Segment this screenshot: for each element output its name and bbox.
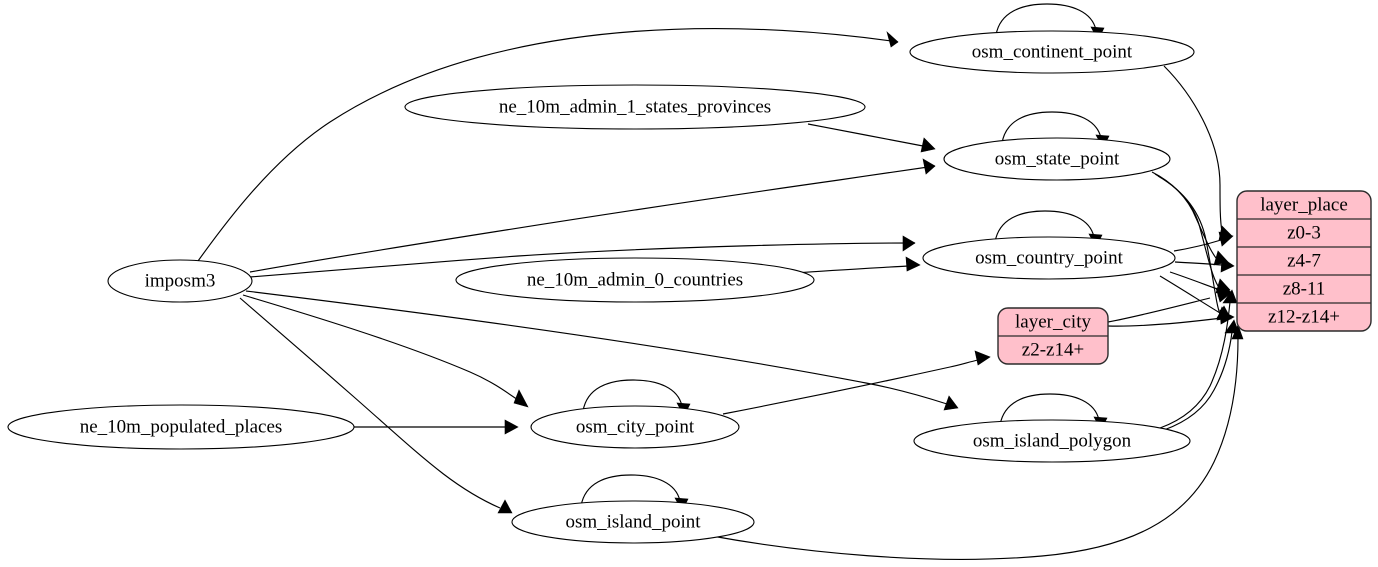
edge-imposm3-to-osm_island_polygon (245, 290, 959, 411)
node-osm_country_point[interactable]: osm_country_point (922, 236, 1176, 280)
node-ne_10m_admin_1_states_provinces-label: ne_10m_admin_1_states_provinces (499, 96, 771, 117)
layer_place-row-z12-z14plus[interactable]: z12-z14+ (1268, 306, 1340, 327)
layer_place-row-z4-7[interactable]: z4-7 (1287, 250, 1321, 271)
node-ne_10m_admin_0_countries-label: ne_10m_admin_0_countries (527, 269, 743, 290)
node-osm_continent_point-shape (909, 30, 1195, 74)
node-ne_10m_admin_1_states_provinces-shape (404, 84, 866, 130)
edge-osm_continent_point-to-layer_place-z0-3 (1163, 65, 1233, 241)
node-imposm3[interactable]: imposm3 (107, 259, 253, 303)
layer_place-row-z8-11[interactable]: z8-11 (1283, 278, 1326, 299)
edge-imposm3-to-osm_island_point (239, 297, 513, 514)
edge-ne_10m_populated_places-to-osm_city_point (354, 419, 519, 435)
edge-imposm3-to-osm_continent_point (197, 27, 899, 262)
edge-ne_10m_admin_1_states_provinces-to-osm_state_point (807, 123, 936, 153)
edge-layer_city-to-layer_place-z8-11 (1107, 287, 1233, 323)
edge-osm_country_point-to-layer_place-z0-3 (1173, 231, 1234, 252)
layer_city-row-z2-z14plus[interactable]: z2-z14+ (1022, 339, 1084, 360)
node-osm_state_point[interactable]: osm_state_point (943, 137, 1171, 181)
node-osm_state_point-shape (943, 137, 1171, 181)
edge-imposm3-to-osm_country_point (249, 235, 916, 278)
node-imposm3-shape (107, 259, 253, 303)
edge-osm_island_polygon-to-layer_place-z12-z14plus (1163, 319, 1240, 431)
node-layer_city[interactable]: layer_city z2-z14+ (997, 307, 1109, 365)
node-layer_place-box (1236, 190, 1372, 332)
node-ne_10m_admin_1_states_provinces[interactable]: ne_10m_admin_1_states_provinces (404, 84, 866, 130)
node-osm_city_point[interactable]: osm_city_point (530, 405, 740, 449)
record-nodes-layer: layer_place z0-3 z4-7 z8-11 z12-z14+ lay… (997, 190, 1372, 365)
node-ne_10m_populated_places-shape (7, 404, 355, 450)
node-ne_10m_admin_0_countries-shape (455, 257, 815, 303)
layer_place-title: layer_place (1260, 194, 1348, 215)
node-ne_10m_populated_places[interactable]: ne_10m_populated_places (7, 404, 355, 450)
edge-osm_island_polygon-to-layer_place-z8-11 (1159, 289, 1238, 429)
node-osm_continent_point[interactable]: osm_continent_point (909, 30, 1195, 74)
node-osm_island_polygon[interactable]: osm_island_polygon (913, 419, 1191, 463)
node-osm_state_point-label: osm_state_point (995, 148, 1120, 169)
node-osm_island_polygon-label: osm_island_polygon (973, 430, 1132, 451)
edge-osm_city_point-to-layer_city-z2-z14plus (722, 350, 991, 415)
nodes-layer: imposm3 ne_10m_populated_places ne_10m_a… (7, 30, 1195, 544)
node-osm_island_point-shape (511, 500, 755, 544)
node-osm_continent_point-label: osm_continent_point (972, 41, 1133, 62)
node-layer_place[interactable]: layer_place z0-3 z4-7 z8-11 z12-z14+ (1236, 190, 1372, 332)
node-osm_island_polygon-shape (913, 419, 1191, 463)
edge-ne_10m_admin_0_countries-to-osm_country_point (794, 256, 921, 274)
edge-osm_country_point-to-layer_place-z4-7 (1174, 257, 1235, 273)
node-osm_city_point-shape (530, 405, 740, 449)
layer_city-title: layer_city (1015, 311, 1091, 332)
node-osm_island_point-label: osm_island_point (565, 511, 701, 532)
node-osm_city_point-label: osm_city_point (576, 416, 695, 437)
node-osm_country_point-shape (922, 236, 1176, 280)
edge-osm_state_point-to-layer_place-z8-11 (1154, 173, 1231, 294)
node-ne_10m_populated_places-label: ne_10m_populated_places (80, 416, 283, 437)
edges-layer (197, 27, 1244, 560)
layer_place-row-z0-3[interactable]: z0-3 (1287, 222, 1321, 243)
edge-imposm3-to-osm_city_point (242, 294, 529, 408)
node-imposm3-label: imposm3 (145, 270, 216, 291)
node-osm_country_point-label: osm_country_point (975, 247, 1123, 268)
node-ne_10m_admin_0_countries[interactable]: ne_10m_admin_0_countries (455, 257, 815, 303)
edge-imposm3-to-osm_state_point (249, 158, 936, 273)
edge-osm_island_point-to-layer_place-z12-z14plus (711, 324, 1244, 560)
node-osm_island_point[interactable]: osm_island_point (511, 500, 755, 544)
